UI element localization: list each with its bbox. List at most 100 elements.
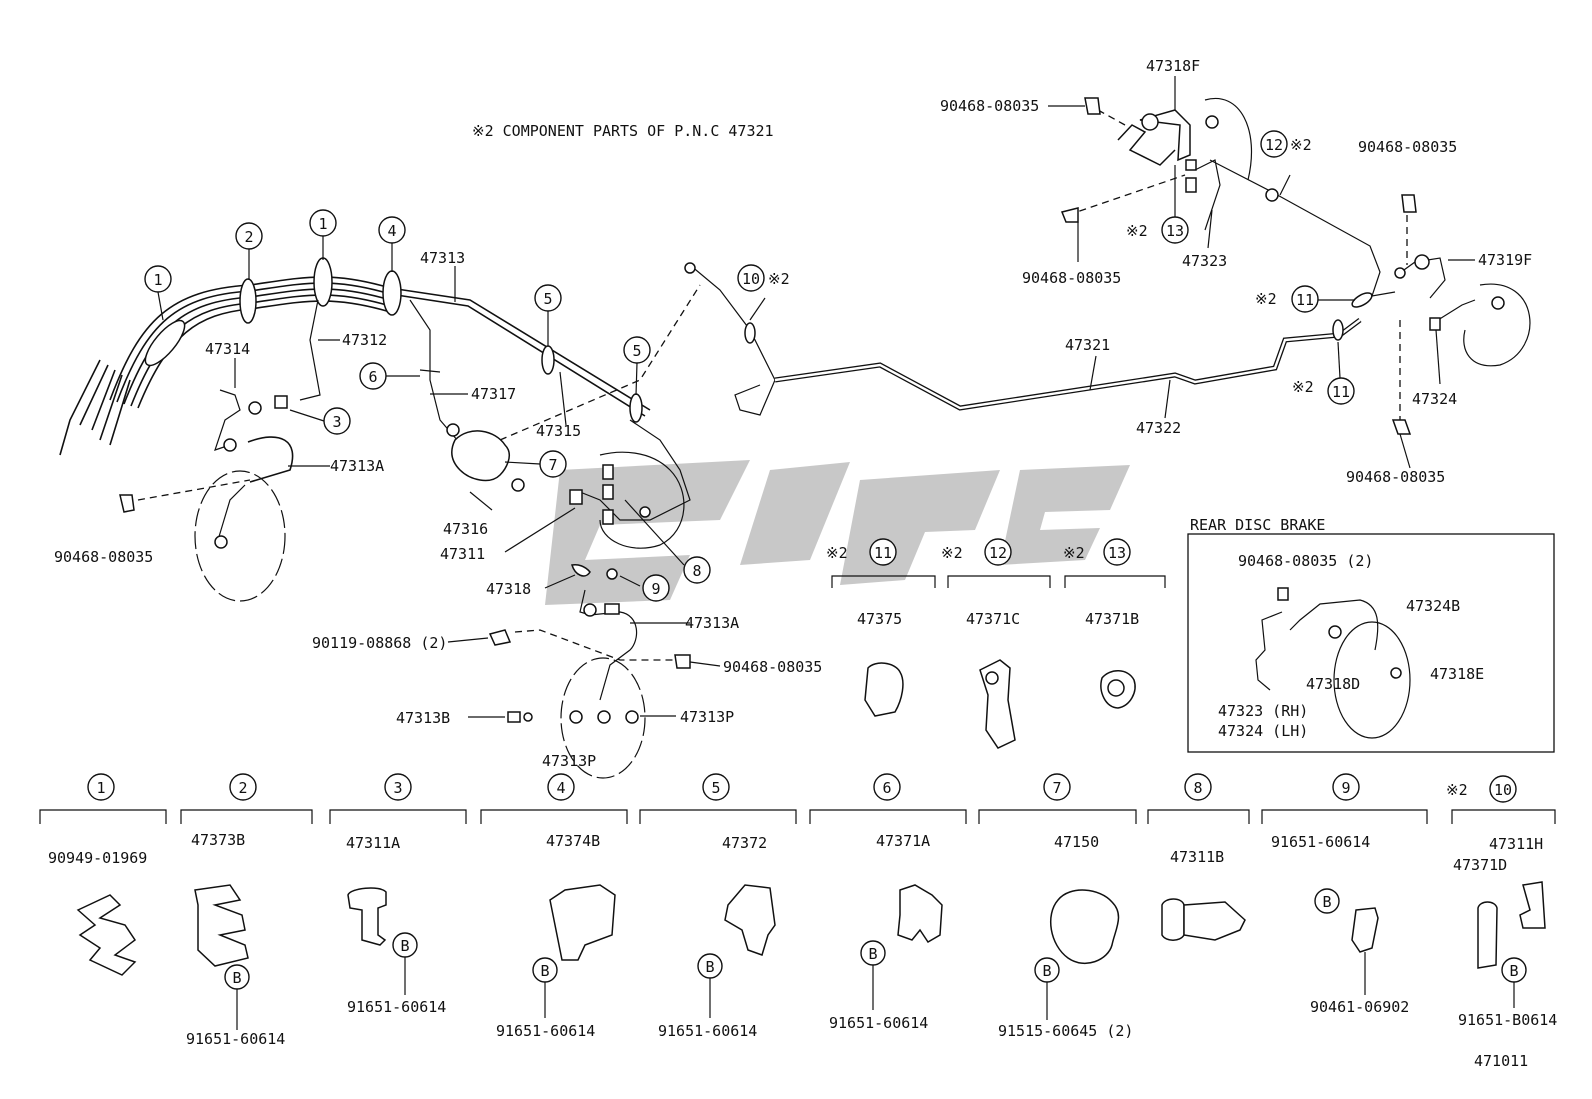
svg-text:6: 6	[368, 368, 377, 386]
svg-text:91651-60614: 91651-60614	[1271, 833, 1370, 851]
callout-5b: 5	[623, 336, 651, 364]
svg-text:6: 6	[882, 779, 891, 797]
svg-text:2: 2	[244, 228, 253, 246]
svg-text:47375: 47375	[857, 610, 902, 628]
svg-text:3: 3	[332, 413, 341, 431]
callout-7: 7	[539, 450, 567, 478]
sub-components: ※2 11 47375 ※2 12 47371C ※2 13 47371B	[826, 538, 1166, 749]
svg-text:B: B	[1042, 962, 1051, 980]
svg-text:90119-08868 (2): 90119-08868 (2)	[312, 634, 447, 652]
svg-text:47318F: 47318F	[1146, 57, 1200, 75]
svg-text:13: 13	[1108, 544, 1126, 562]
svg-text:9: 9	[651, 580, 660, 598]
svg-text:47323 (RH): 47323 (RH)	[1218, 702, 1308, 720]
callout-2a: 2	[235, 222, 263, 250]
svg-text:47371B: 47371B	[1085, 610, 1139, 628]
svg-text:8: 8	[692, 562, 701, 580]
svg-text:47321: 47321	[1065, 336, 1110, 354]
rear-right-region	[1060, 97, 1531, 435]
svg-text:47313A: 47313A	[330, 457, 384, 475]
watermark-logo	[545, 460, 1130, 605]
svg-text:90468-08035: 90468-08035	[54, 548, 153, 566]
callout-10: 10 ※2	[737, 264, 790, 292]
callout-5a: 5	[534, 284, 562, 312]
svg-text:4: 4	[556, 779, 565, 797]
callout-11a: ※2 11	[1255, 285, 1319, 313]
svg-text:91515-60645 (2): 91515-60645 (2)	[998, 1022, 1133, 1040]
svg-text:12: 12	[989, 544, 1007, 562]
svg-text:B: B	[1322, 893, 1331, 911]
svg-text:B: B	[232, 969, 241, 987]
svg-text:47317: 47317	[471, 385, 516, 403]
svg-text:47373B: 47373B	[191, 831, 245, 849]
svg-text:3: 3	[393, 779, 402, 797]
svg-text:47311A: 47311A	[346, 834, 400, 852]
svg-text:12: 12	[1265, 136, 1283, 154]
diagram-code: 471011	[1474, 1052, 1528, 1070]
svg-text:B: B	[705, 958, 714, 976]
callout-9: 9	[642, 574, 670, 602]
svg-text:47150: 47150	[1054, 833, 1099, 851]
callout-12: 12 ※2	[1260, 130, 1312, 158]
svg-text:10: 10	[1494, 781, 1512, 799]
svg-text:11: 11	[1332, 383, 1350, 401]
svg-text:2: 2	[238, 779, 247, 797]
svg-text:47323: 47323	[1182, 252, 1227, 270]
svg-text:B: B	[540, 962, 549, 980]
svg-text:5: 5	[543, 290, 552, 308]
svg-text:※2: ※2	[826, 544, 848, 562]
svg-text:B: B	[1509, 962, 1518, 980]
svg-text:11: 11	[1296, 291, 1314, 309]
svg-text:90468-08035: 90468-08035	[940, 97, 1039, 115]
svg-text:10: 10	[742, 270, 760, 288]
svg-text:91651-60614: 91651-60614	[829, 1014, 928, 1032]
svg-text:5: 5	[711, 779, 720, 797]
svg-text:※2: ※2	[1063, 544, 1085, 562]
svg-text:47371A: 47371A	[876, 832, 930, 850]
front-pipe-bundle	[59, 257, 651, 602]
svg-text:91651-B0614: 91651-B0614	[1458, 1011, 1557, 1029]
svg-text:90461-06902: 90461-06902	[1310, 998, 1409, 1016]
svg-text:B: B	[400, 937, 409, 955]
svg-text:9: 9	[1341, 779, 1350, 797]
svg-text:7: 7	[1052, 779, 1061, 797]
svg-text:5: 5	[632, 342, 641, 360]
rear-disc-brake-panel	[1187, 533, 1555, 753]
svg-text:4: 4	[387, 222, 396, 240]
callout-3: 3	[323, 407, 351, 435]
svg-text:90468-08035 (2): 90468-08035 (2)	[1238, 552, 1373, 570]
svg-text:1: 1	[96, 779, 105, 797]
svg-text:47313: 47313	[420, 249, 465, 267]
svg-text:※2: ※2	[1446, 781, 1468, 799]
svg-text:※2: ※2	[1255, 290, 1277, 308]
svg-text:47311: 47311	[440, 545, 485, 563]
svg-text:47324: 47324	[1412, 390, 1457, 408]
svg-text:47324B: 47324B	[1406, 597, 1460, 615]
svg-text:※2: ※2	[768, 270, 790, 288]
callout-1b: 1	[309, 209, 337, 237]
callout-4a: 4	[378, 216, 406, 244]
svg-text:47318E: 47318E	[1430, 665, 1484, 683]
svg-text:13: 13	[1166, 222, 1184, 240]
svg-text:47371D: 47371D	[1453, 856, 1507, 874]
svg-text:47314: 47314	[205, 340, 250, 358]
svg-text:47311B: 47311B	[1170, 848, 1224, 866]
header-note: ※2 COMPONENT PARTS OF P.N.C 47321	[472, 122, 774, 140]
svg-text:1: 1	[318, 215, 327, 233]
svg-text:91651-60614: 91651-60614	[496, 1022, 595, 1040]
callout-1a: 1	[144, 265, 172, 293]
svg-text:※2: ※2	[941, 544, 963, 562]
svg-text:47318: 47318	[486, 580, 531, 598]
svg-text:47318D: 47318D	[1306, 675, 1360, 693]
svg-text:B: B	[868, 945, 877, 963]
svg-text:47313B: 47313B	[396, 709, 450, 727]
svg-text:90468-08035: 90468-08035	[1022, 269, 1121, 287]
svg-text:※2: ※2	[1290, 136, 1312, 154]
svg-text:47371C: 47371C	[966, 610, 1020, 628]
svg-text:47372: 47372	[722, 834, 767, 852]
svg-text:47324 (LH): 47324 (LH)	[1218, 722, 1308, 740]
svg-text:1: 1	[153, 271, 162, 289]
